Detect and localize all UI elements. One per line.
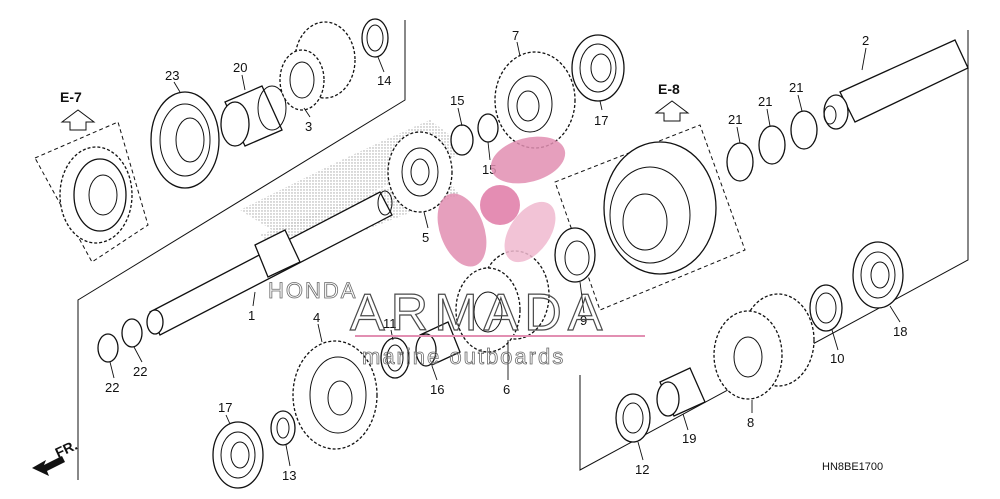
washer-10 — [809, 284, 843, 332]
gear-4 — [292, 340, 378, 450]
callout-17a: 17 — [218, 400, 232, 415]
e8-clutch-drum — [603, 141, 717, 275]
callout-3: 3 — [305, 119, 312, 134]
callout-18: 18 — [893, 324, 907, 339]
callout-11: 11 — [383, 316, 397, 331]
callout-21b: 21 — [758, 94, 772, 109]
callout-7: 7 — [512, 28, 519, 43]
gear-5 — [387, 131, 453, 213]
shaft-1 — [146, 190, 393, 336]
washer-22a — [97, 333, 119, 363]
callout-15a: 15 — [450, 93, 464, 108]
ref-e7-label: E-7 — [60, 89, 82, 105]
shim-21b — [758, 125, 786, 165]
callout-17b: 17 — [594, 113, 608, 128]
gear-7 — [494, 51, 576, 149]
callout-19: 19 — [682, 431, 696, 446]
shim-21a — [726, 142, 754, 182]
ref-e7-arrow-icon — [60, 109, 96, 131]
ref-e8-label: E-8 — [658, 81, 680, 97]
callout-23: 23 — [165, 68, 179, 83]
watermark-brand: ARMADA — [350, 284, 608, 342]
leader-lines — [109, 41, 901, 467]
bearing-17a — [571, 34, 625, 102]
callout-22b: 22 — [133, 364, 147, 379]
callout-1: 1 — [248, 308, 255, 323]
bearing-18 — [852, 241, 904, 309]
ref-e8-arrow-icon — [654, 100, 690, 122]
washer-22b — [121, 318, 143, 348]
callout-22a: 22 — [105, 380, 119, 395]
callout-13: 13 — [282, 468, 296, 483]
front-direction-arrow-icon — [32, 456, 65, 476]
needle-bearing-19 — [656, 367, 706, 417]
honda-underlay-text: HONDA — [268, 278, 357, 303]
e7-gear — [59, 146, 133, 244]
shaft-2 — [823, 39, 969, 130]
needle-bearing-16 — [415, 321, 461, 367]
gear-3 — [279, 21, 356, 111]
washer-13 — [270, 410, 296, 446]
left-panel-outline — [77, 20, 406, 480]
watermark-tagline: marine outboards — [362, 344, 565, 369]
washer-9 — [554, 227, 596, 283]
callout-14: 14 — [377, 73, 391, 88]
gear-8 — [713, 293, 815, 400]
washer-14 — [361, 18, 389, 58]
gear-6 — [455, 250, 550, 353]
front-direction-label: FR. — [53, 437, 80, 461]
washer-12 — [615, 393, 651, 443]
callout-21a: 21 — [728, 112, 742, 127]
washer-11 — [380, 337, 410, 379]
armada-propeller-logo — [437, 136, 566, 267]
bearing-23 — [150, 91, 220, 189]
callout-9: 9 — [580, 313, 587, 328]
shim-21c — [790, 110, 818, 150]
callout-8: 8 — [747, 415, 754, 430]
callout-5: 5 — [422, 230, 429, 245]
circlip-15a — [450, 124, 474, 156]
diagram-code: HN8BE1700 — [822, 461, 883, 473]
callout-16: 16 — [430, 382, 444, 397]
callout-2: 2 — [862, 33, 869, 48]
callout-12: 12 — [635, 462, 649, 477]
bearing-17b — [212, 421, 264, 489]
callout-4: 4 — [313, 310, 320, 325]
callout-20: 20 — [233, 60, 247, 75]
callout-21c: 21 — [789, 80, 803, 95]
needle-bearing-20 — [220, 85, 287, 147]
callout-10: 10 — [830, 351, 844, 366]
circlip-15b — [477, 113, 499, 143]
callout-6: 6 — [503, 382, 510, 397]
